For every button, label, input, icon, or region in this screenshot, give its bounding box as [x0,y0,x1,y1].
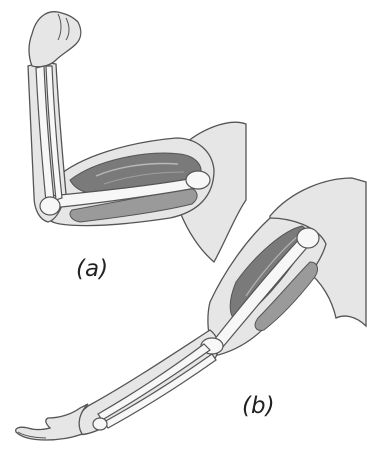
flexed-arm [28,12,246,262]
elbow-joint-a [40,197,60,215]
wrist-joint-b [93,418,107,430]
label-b: (b) [242,395,275,418]
humerus-head-a [186,171,210,189]
fist-a [29,12,81,67]
hand-b [16,404,88,440]
humerus-head-b [297,228,319,248]
label-a: (a) [76,258,108,281]
radius-b [98,344,210,420]
